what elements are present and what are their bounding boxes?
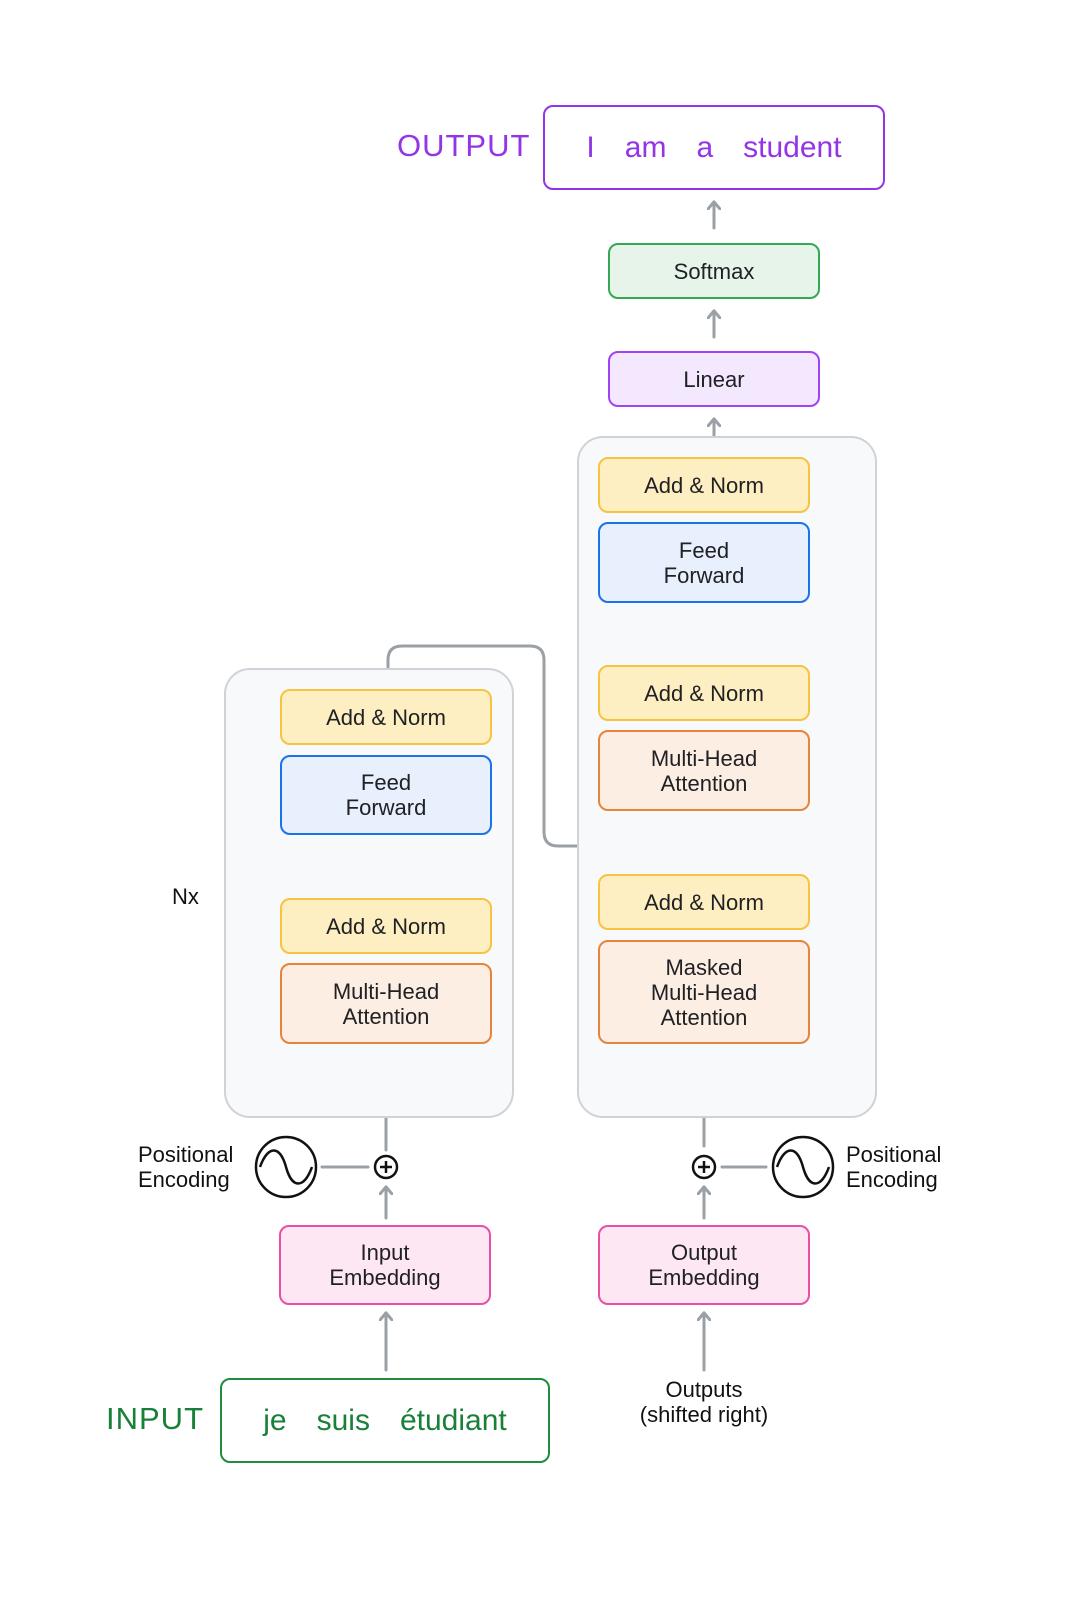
decoder-masked-attention: Masked Multi-Head Attention [598,940,810,1044]
encoder-add-norm-2: Add & Norm [280,689,492,745]
nx-label: Nx [172,884,199,909]
decoder-add-icon [691,1154,717,1180]
decoder-feed-forward: Feed Forward [598,522,810,603]
output-sequence: I am a student [543,105,885,190]
decoder-add-norm-2: Add & Norm [598,665,810,721]
output-word: student [743,130,842,164]
encoder-add-icon [373,1154,399,1180]
encoder-feed-forward: Feed Forward [280,755,492,835]
encoder-sine-wave-icon [254,1135,318,1199]
input-embedding: Input Embedding [279,1225,491,1305]
input-word: étudiant [399,1403,507,1437]
output-tag: OUTPUT [397,128,531,163]
input-sequence: je suis étudiant [220,1378,550,1463]
output-embedding: Output Embedding [598,1225,810,1305]
decoder-add-norm-3: Add & Norm [598,457,810,513]
output-word: am [624,130,667,164]
linear-layer: Linear [608,351,820,407]
output-word: a [696,130,714,164]
softmax-layer: Softmax [608,243,820,299]
input-word: suis [316,1403,370,1437]
decoder-cross-attention: Multi-Head Attention [598,730,810,811]
decoder-add-norm-1: Add & Norm [598,874,810,930]
encoder-positional-encoding-label: Positional Encoding [138,1142,234,1192]
outputs-shifted-label: Outputs (shifted right) [639,1377,769,1427]
input-word: je [263,1403,287,1437]
output-word: I [586,130,595,164]
encoder-add-norm-1: Add & Norm [280,898,492,954]
decoder-sine-wave-icon [771,1135,835,1199]
decoder-positional-encoding-label: Positional Encoding [846,1142,942,1192]
encoder-attention: Multi-Head Attention [280,963,492,1044]
input-tag: INPUT [106,1401,204,1436]
